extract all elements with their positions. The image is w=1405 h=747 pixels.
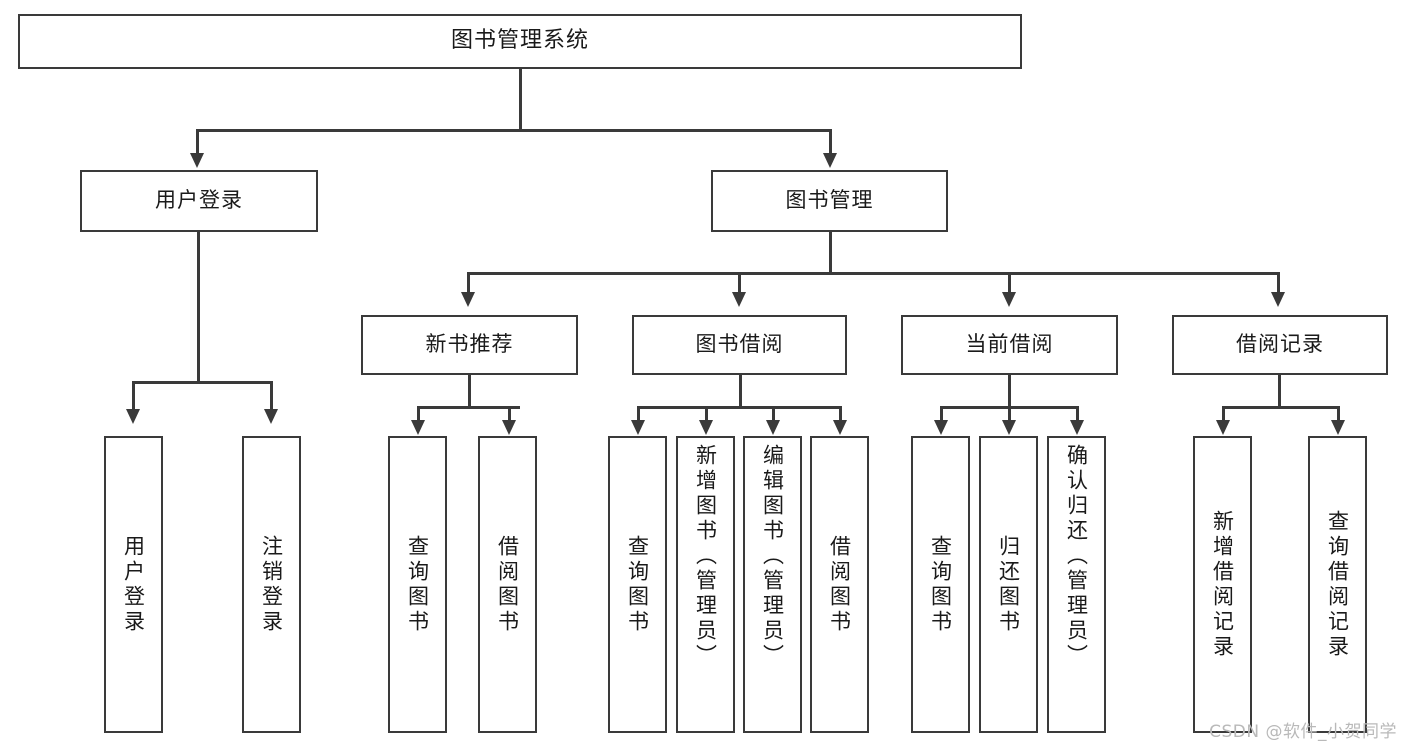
arrowhead-book-manage-to-current bbox=[1002, 292, 1016, 307]
leaf-borrow-record-add-label: 新增借阅记录 bbox=[1210, 509, 1235, 660]
connector-borrow-record-stem bbox=[1278, 375, 1281, 408]
connector-borrow-record-to-leaf-2 bbox=[1337, 406, 1340, 422]
arrowhead-root-to-book-manage bbox=[823, 153, 837, 168]
connector-book-borrow-to-leaf-4 bbox=[839, 406, 842, 422]
node-user-login[interactable]: 用户登录 bbox=[80, 170, 318, 232]
connector-current-borrow-to-leaf-3 bbox=[1076, 406, 1079, 422]
connector-current-borrow-to-leaf-2 bbox=[1008, 406, 1011, 422]
leaf-current-borrow-query-label: 查询图书 bbox=[928, 534, 953, 635]
connector-user-login-stem bbox=[197, 232, 200, 383]
connector-user-login-bus bbox=[132, 381, 272, 384]
leaf-book-borrow-borrow-label: 借阅图书 bbox=[827, 534, 852, 635]
connector-book-borrow-bus bbox=[637, 406, 841, 409]
leaf-current-borrow-return[interactable]: 归还图书 bbox=[979, 436, 1038, 733]
connector-book-manage-to-current bbox=[1008, 272, 1011, 294]
node-root-system[interactable]: 图书管理系统 bbox=[18, 14, 1022, 69]
node-book-borrow-label: 图书借阅 bbox=[695, 332, 784, 357]
connector-user-login-to-leaf-1 bbox=[132, 381, 135, 411]
connector-root-bus bbox=[196, 129, 832, 132]
arrowhead-book-borrow-to-leaf-1 bbox=[631, 420, 645, 435]
node-borrow-record-label: 借阅记录 bbox=[1236, 332, 1324, 357]
leaf-book-borrow-edit-label: 编辑图书（管理员） bbox=[760, 444, 785, 669]
arrowhead-current-borrow-to-leaf-2 bbox=[1002, 420, 1016, 435]
arrowhead-current-borrow-to-leaf-1 bbox=[934, 420, 948, 435]
connector-new-book-to-leaf-1 bbox=[417, 406, 420, 422]
connector-user-login-to-leaf-2 bbox=[270, 381, 273, 411]
node-current-borrow[interactable]: 当前借阅 bbox=[901, 315, 1118, 375]
node-root-system-label: 图书管理系统 bbox=[450, 28, 589, 54]
leaf-new-book-borrow[interactable]: 借阅图书 bbox=[478, 436, 537, 733]
connector-current-borrow-stem bbox=[1008, 375, 1011, 408]
connector-current-borrow-to-leaf-1 bbox=[940, 406, 943, 422]
arrowhead-current-borrow-to-leaf-3 bbox=[1070, 420, 1084, 435]
node-user-login-label: 用户登录 bbox=[155, 188, 243, 213]
arrowhead-user-login-to-leaf-1 bbox=[126, 409, 140, 424]
arrowhead-borrow-record-to-leaf-2 bbox=[1331, 420, 1345, 435]
leaf-book-borrow-edit[interactable]: 编辑图书（管理员） bbox=[743, 436, 802, 733]
leaf-current-borrow-return-label: 归还图书 bbox=[996, 534, 1021, 635]
leaf-user-login-logout[interactable]: 注销登录 bbox=[242, 436, 301, 733]
connector-borrow-record-bus bbox=[1222, 406, 1339, 409]
connector-book-borrow-to-leaf-2 bbox=[705, 406, 708, 422]
leaf-current-borrow-query[interactable]: 查询图书 bbox=[911, 436, 970, 733]
node-borrow-record[interactable]: 借阅记录 bbox=[1172, 315, 1388, 375]
connector-root-to-user-login bbox=[196, 129, 199, 155]
arrowhead-new-book-to-leaf-2 bbox=[502, 420, 516, 435]
leaf-new-book-query-label: 查询图书 bbox=[405, 534, 430, 635]
leaf-book-borrow-query[interactable]: 查询图书 bbox=[608, 436, 667, 733]
leaf-book-borrow-add-label: 新增图书（管理员） bbox=[693, 444, 718, 669]
connector-book-manage-bus bbox=[467, 272, 1279, 275]
arrowhead-borrow-record-to-leaf-1 bbox=[1216, 420, 1230, 435]
leaf-book-borrow-add[interactable]: 新增图书（管理员） bbox=[676, 436, 735, 733]
connector-book-manage-to-borrow bbox=[738, 272, 741, 294]
connector-new-book-to-leaf-2 bbox=[508, 406, 511, 422]
leaf-new-book-borrow-label: 借阅图书 bbox=[495, 534, 520, 635]
connector-book-manage-to-record bbox=[1277, 272, 1280, 294]
node-book-manage-label: 图书管理 bbox=[785, 188, 874, 213]
connector-root-to-book-manage bbox=[829, 129, 832, 155]
arrowhead-book-borrow-to-leaf-2 bbox=[699, 420, 713, 435]
arrowhead-book-borrow-to-leaf-4 bbox=[833, 420, 847, 435]
connector-book-manage-stem bbox=[829, 232, 832, 274]
csdn-watermark: CSDN @软件_小贺同学 bbox=[1209, 722, 1397, 742]
connector-new-book-stem bbox=[468, 375, 471, 408]
leaf-borrow-record-query-label: 查询借阅记录 bbox=[1325, 509, 1350, 660]
leaf-user-login-logout-label: 注销登录 bbox=[259, 534, 284, 635]
arrowhead-book-manage-to-borrow bbox=[732, 292, 746, 307]
node-current-borrow-label: 当前借阅 bbox=[965, 332, 1054, 357]
connector-new-book-bus bbox=[417, 406, 520, 409]
arrowhead-new-book-to-leaf-1 bbox=[411, 420, 425, 435]
node-new-book-recommend-label: 新书推荐 bbox=[425, 332, 514, 357]
connector-borrow-record-to-leaf-1 bbox=[1222, 406, 1225, 422]
leaf-new-book-query[interactable]: 查询图书 bbox=[388, 436, 447, 733]
leaf-book-borrow-query-label: 查询图书 bbox=[625, 534, 650, 635]
leaf-borrow-record-add[interactable]: 新增借阅记录 bbox=[1193, 436, 1252, 733]
connector-root-stem bbox=[519, 69, 522, 131]
connector-book-borrow-to-leaf-1 bbox=[637, 406, 640, 422]
connector-book-borrow-to-leaf-3 bbox=[772, 406, 775, 422]
arrowhead-user-login-to-leaf-2 bbox=[264, 409, 278, 424]
node-book-borrow[interactable]: 图书借阅 bbox=[632, 315, 847, 375]
arrowhead-book-borrow-to-leaf-3 bbox=[766, 420, 780, 435]
connector-book-borrow-stem bbox=[739, 375, 742, 408]
leaf-current-borrow-confirm[interactable]: 确认归还（管理员） bbox=[1047, 436, 1106, 733]
arrowhead-book-manage-to-new-book bbox=[461, 292, 475, 307]
leaf-borrow-record-query[interactable]: 查询借阅记录 bbox=[1308, 436, 1367, 733]
arrowhead-root-to-user-login bbox=[190, 153, 204, 168]
arrowhead-book-manage-to-record bbox=[1271, 292, 1285, 307]
node-new-book-recommend[interactable]: 新书推荐 bbox=[361, 315, 578, 375]
node-book-manage[interactable]: 图书管理 bbox=[711, 170, 948, 232]
leaf-user-login-login[interactable]: 用户登录 bbox=[104, 436, 163, 733]
connector-book-manage-to-new-book bbox=[467, 272, 470, 294]
leaf-user-login-login-label: 用户登录 bbox=[121, 534, 146, 635]
leaf-current-borrow-confirm-label: 确认归还（管理员） bbox=[1064, 444, 1089, 669]
leaf-book-borrow-borrow[interactable]: 借阅图书 bbox=[810, 436, 869, 733]
